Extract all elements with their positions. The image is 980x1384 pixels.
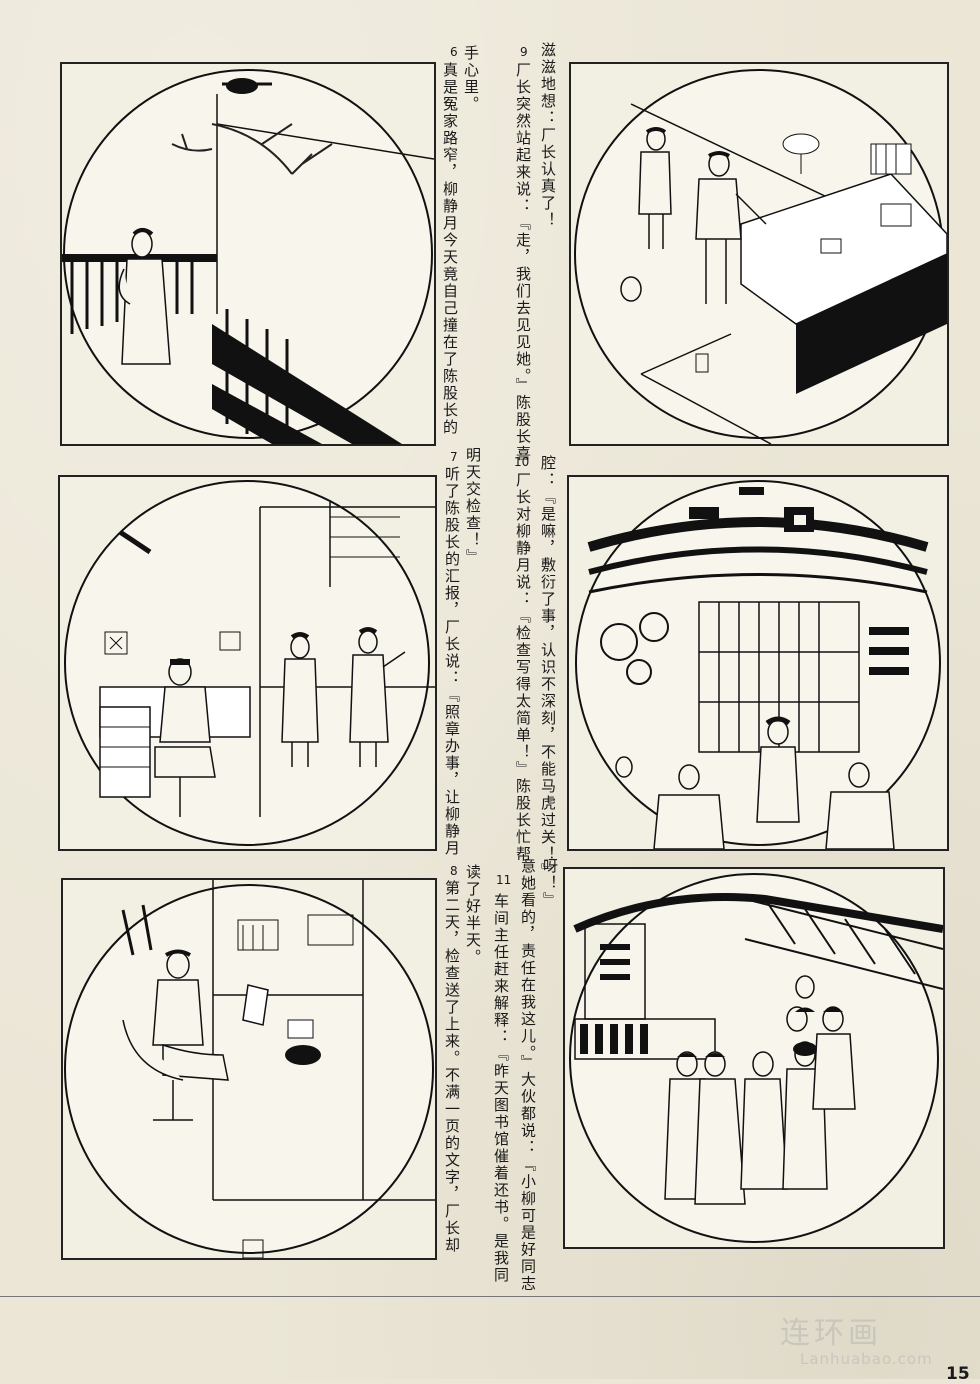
caption-10-line-1: 腔：『是嘛，敷衍了事，认识不深刻，不能马虎过关！』 — [539, 455, 557, 880]
caption-11-line-1: 呀！』 — [541, 858, 559, 909]
site-watermark: 连环画 — [780, 1316, 882, 1351]
caption-11-line-3: 车间主任赶来解释：『昨天图书馆催着还书。是我同 — [492, 893, 510, 1284]
caption-6-line-2: 真是冤家路窄，柳静月今天竟自己撞在了陈股长的 — [441, 62, 459, 436]
office-chair-scene — [64, 880, 435, 1258]
caption-10-line-2: 厂长对柳静月说：『检查写得太简单！』陈股长忙帮 — [514, 472, 532, 863]
workers-group-scene — [569, 873, 943, 1243]
panel-6-illustration — [60, 62, 436, 446]
caption-8-line-1: 读了好半天。 — [464, 864, 482, 966]
caption-11-number: 11 — [496, 873, 512, 887]
caption-7-line-2: 听了陈股长的汇报，厂长说：『照章办事，让柳静月 — [443, 466, 461, 857]
stairway-scene — [62, 69, 434, 444]
footer-rule — [0, 1296, 980, 1297]
panel-10-illustration — [567, 475, 949, 851]
caption-9-line-2: 厂长突然站起来说：『走，我们去见见她。』陈股长喜 — [514, 62, 532, 463]
caption-8-number: 8 — [450, 864, 458, 878]
caption-7-number: 7 — [450, 450, 458, 464]
caption-7-line-1: 明天交检查！』 — [464, 447, 482, 566]
caption-9-line-1: 滋滋地想：厂长认真了！ — [539, 42, 557, 229]
site-watermark-url: Lanhuabao.com — [800, 1350, 933, 1368]
office-desk-scene — [64, 480, 435, 846]
caption-9-number: 9 — [520, 45, 528, 59]
panel-7-illustration — [58, 475, 437, 851]
caption-6-line-1: 手心里。 — [462, 45, 480, 113]
caption-8-line-2: 第二天，检查送了上来。不满一页的文字，厂长却 — [443, 880, 461, 1254]
panel-11-illustration — [563, 867, 945, 1249]
panel-8-illustration — [61, 878, 437, 1260]
caption-11-line-2: 意她看的，责任在我这儿。』大伙都说：『小柳可是好同志 — [519, 858, 537, 1293]
boss-desk-scene — [574, 69, 947, 444]
page-number: 15 — [946, 1364, 970, 1384]
panel-9-illustration — [569, 62, 949, 446]
caption-6-number: 6 — [450, 45, 458, 59]
factory-fisheye-scene — [575, 480, 941, 849]
caption-10-number: 10 — [514, 455, 530, 469]
